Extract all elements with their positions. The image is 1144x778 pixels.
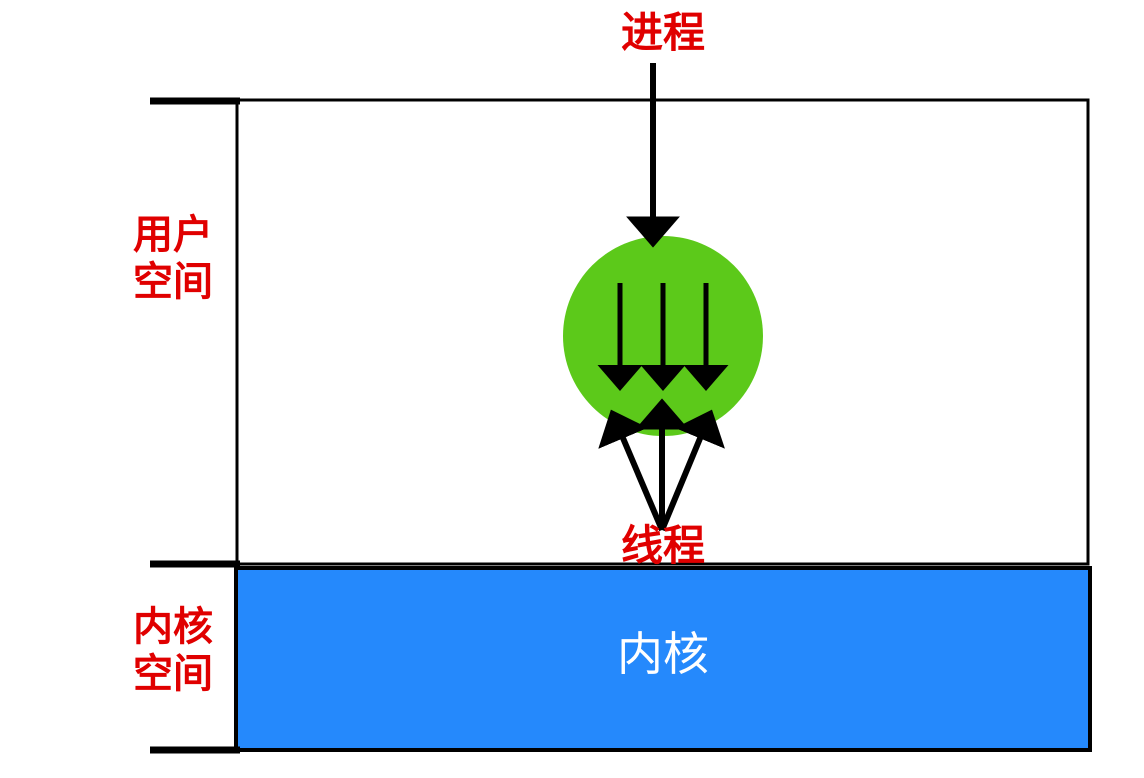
thread-arrow-right [659, 409, 725, 532]
kernel-box [234, 566, 1092, 752]
thread-arrow-left [598, 409, 665, 532]
